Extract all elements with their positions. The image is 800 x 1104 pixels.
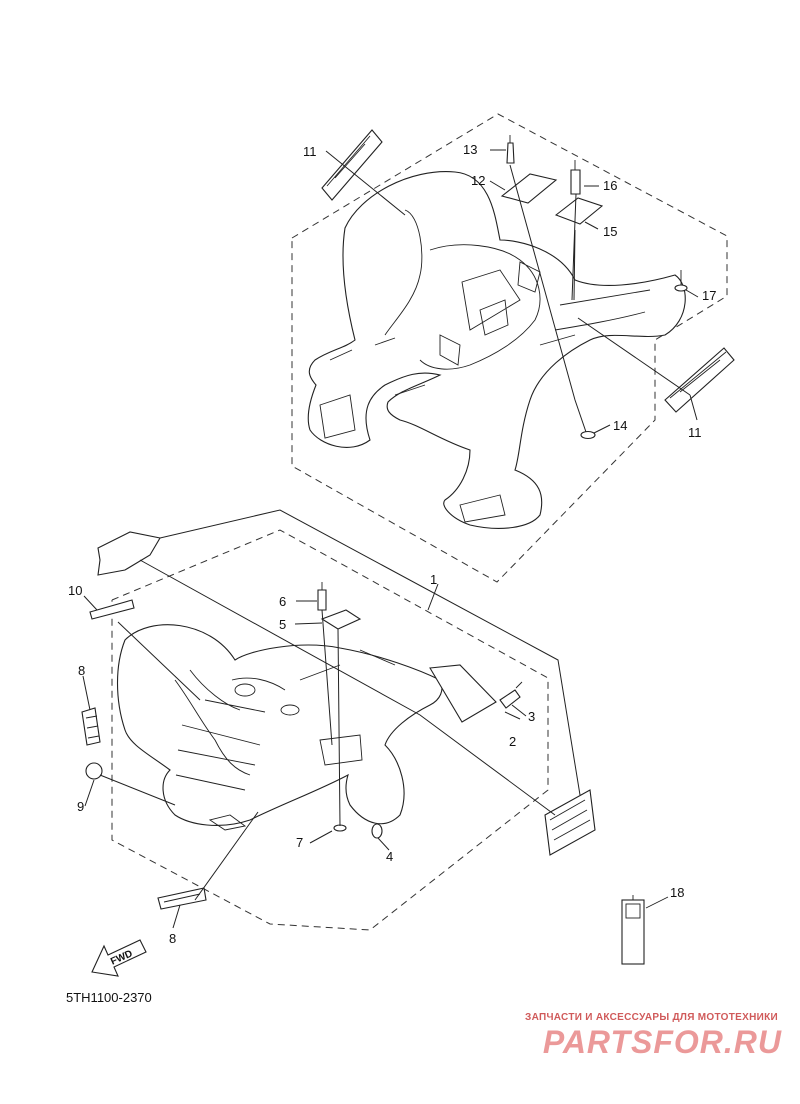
callout-11-upper: 11 [303, 144, 317, 159]
rear-fender[interactable] [307, 171, 686, 529]
assembly-lines-rear [509, 164, 587, 433]
callout-13: 13 [463, 142, 477, 157]
front-fender-group: 1 2 3 4 5 6 7 8 8 9 10 [68, 509, 596, 946]
front-fender[interactable] [116, 624, 443, 826]
callout-2: 2 [509, 734, 516, 749]
front-fender-detail [174, 649, 396, 831]
decal-11-right[interactable] [664, 347, 735, 413]
rivet-16[interactable] [570, 160, 581, 195]
leaders-front [82, 583, 527, 929]
plate-2[interactable] [429, 664, 497, 723]
plate-15[interactable] [554, 197, 604, 225]
rear-fender-group: 11 12 13 16 15 17 14 11 [291, 113, 735, 583]
fwd-arrow: FWD [91, 939, 147, 977]
tag-18[interactable] [621, 899, 645, 965]
plate-12[interactable] [500, 173, 558, 204]
decal-8-upper[interactable] [81, 707, 101, 746]
label-18-group: 18 [621, 885, 684, 965]
watermark-logo: PARTSFOR.RU [542, 1024, 782, 1060]
callout-15: 15 [603, 224, 617, 239]
assembly-lines-front [99, 559, 556, 827]
watermark-tagline: ЗАПЧАСТИ И АКСЕССУАРЫ ДЛЯ МОТОТЕХНИКИ [525, 1012, 778, 1023]
front-group-boundary [111, 529, 549, 931]
decal-front-right[interactable] [544, 789, 596, 856]
grommet-4[interactable] [371, 823, 383, 839]
callout-9: 9 [77, 799, 84, 814]
leaders-rear [325, 149, 699, 434]
part-1-frame [129, 509, 581, 796]
callout-4: 4 [386, 849, 393, 864]
callout-7: 7 [296, 835, 303, 850]
seat-slot-lines [329, 334, 576, 396]
rear-fender-inner-detail [319, 209, 651, 523]
headlight-left [234, 683, 256, 697]
rivet-6[interactable] [317, 582, 327, 611]
callout-17: 17 [702, 288, 716, 303]
callout-16: 16 [603, 178, 617, 193]
decal-11-upper[interactable] [321, 129, 383, 201]
callout-5: 5 [279, 617, 286, 632]
rear-group-boundary [291, 113, 728, 583]
reflector-9[interactable] [85, 762, 103, 780]
grommet-14[interactable] [580, 430, 596, 440]
callout-18: 18 [670, 885, 684, 900]
callout-6: 6 [279, 594, 286, 609]
rivet-13[interactable] [506, 135, 515, 164]
grommet-17[interactable] [674, 270, 688, 292]
callout-14: 14 [613, 418, 627, 433]
plate-5[interactable] [320, 609, 362, 630]
headlight-right [280, 704, 300, 716]
warning-label-front[interactable] [97, 531, 161, 576]
rivet-3[interactable] [499, 681, 523, 709]
callout-3: 3 [528, 709, 535, 724]
callout-8-lower: 8 [169, 931, 176, 946]
fwd-arrow-label: FWD [109, 948, 134, 967]
callout-8-upper: 8 [78, 663, 85, 678]
diagram-code: 5TH1100-2370 [66, 990, 152, 1005]
decal-10[interactable] [89, 599, 135, 620]
callout-10: 10 [68, 583, 82, 598]
callout-11-right: 11 [688, 425, 702, 440]
callout-12: 12 [471, 173, 485, 188]
callout-1: 1 [430, 572, 437, 587]
decal-8-lower[interactable] [157, 887, 207, 910]
